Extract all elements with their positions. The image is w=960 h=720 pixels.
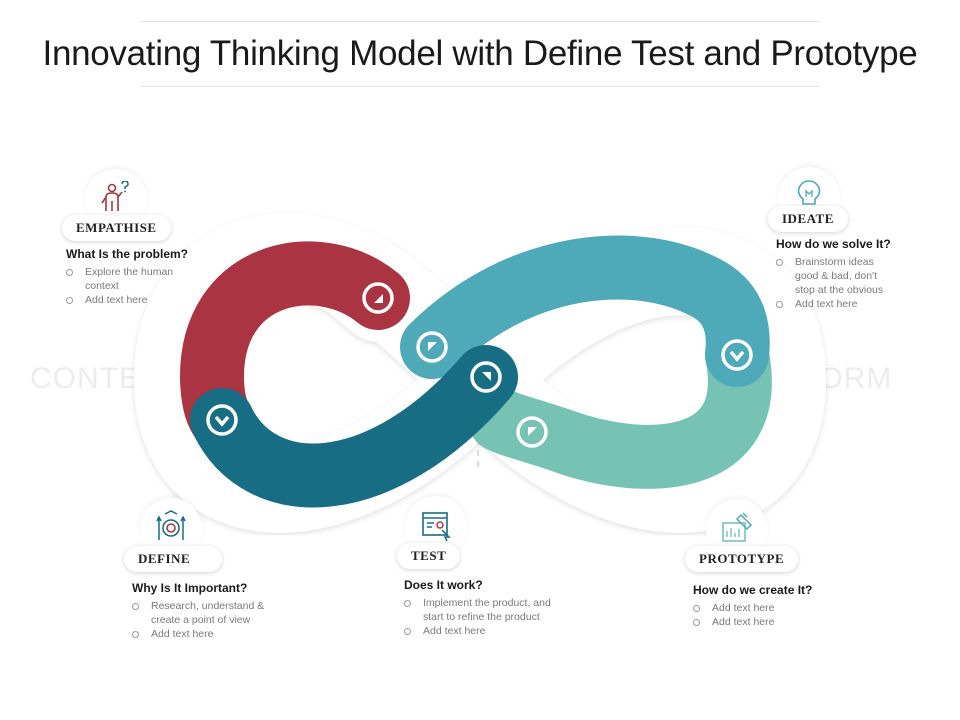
prototype-pill: PROTOTYPE xyxy=(685,546,799,572)
arrow-marker-red xyxy=(362,282,394,314)
title-bottom-rule xyxy=(140,86,820,87)
prototype-bullets: Add text here Add text here xyxy=(693,601,813,629)
define-bullet: Add text here xyxy=(132,627,272,641)
arrow-marker-teal-left xyxy=(416,331,448,363)
browser-cursor-icon xyxy=(422,512,451,542)
arrow-marker-center xyxy=(470,361,502,393)
loop-segment-dark-teal xyxy=(190,345,518,508)
define-bullet: Research, understand & create a point of… xyxy=(132,599,272,627)
arrow-marker-teal-right xyxy=(721,339,753,371)
blueprint-icon xyxy=(722,512,753,542)
loop-segment-mint xyxy=(468,323,772,489)
define-pill: DEFINE xyxy=(124,546,222,572)
prototype-question: How do we create It? xyxy=(693,583,813,597)
empathise-bullets: Explore the human context Add text here xyxy=(66,265,176,307)
page-title: Innovating Thinking Model with Define Te… xyxy=(42,34,918,73)
arrow-marker-mint xyxy=(516,416,548,448)
empathise-bullet: Add text here xyxy=(66,293,176,307)
prototype-bullet: Add text here xyxy=(693,601,813,615)
target-arrows-icon xyxy=(156,510,186,540)
ideate-bullets: Brainstorm ideas good & bad, don't stop … xyxy=(776,255,896,311)
test-pill: TEST xyxy=(397,543,461,569)
ideate-question: How do we solve It? xyxy=(776,237,891,251)
empathise-question: What Is the problem? xyxy=(66,247,189,261)
define-bullets: Research, understand & create a point of… xyxy=(132,599,272,641)
test-bullet: Add text here xyxy=(404,624,564,638)
arrow-marker-red-lower xyxy=(206,404,238,436)
ideate-bullet: Add text here xyxy=(776,297,896,311)
test-question: Does It work? xyxy=(404,578,483,592)
empathise-pill: EMPATHISE xyxy=(62,215,171,241)
person-question-icon xyxy=(101,181,129,211)
test-bullet: Implement the product, and start to refi… xyxy=(404,596,564,624)
ideate-pill: IDEATE xyxy=(768,206,848,232)
empathise-bullet: Explore the human context xyxy=(66,265,176,293)
define-question: Why Is It Important? xyxy=(132,581,248,595)
loop-segment-teal xyxy=(400,235,770,387)
ideate-bullet: Brainstorm ideas good & bad, don't stop … xyxy=(776,255,896,297)
test-bullets: Implement the product, and start to refi… xyxy=(404,596,564,638)
prototype-bullet: Add text here xyxy=(693,615,813,629)
title-top-rule xyxy=(140,21,820,22)
